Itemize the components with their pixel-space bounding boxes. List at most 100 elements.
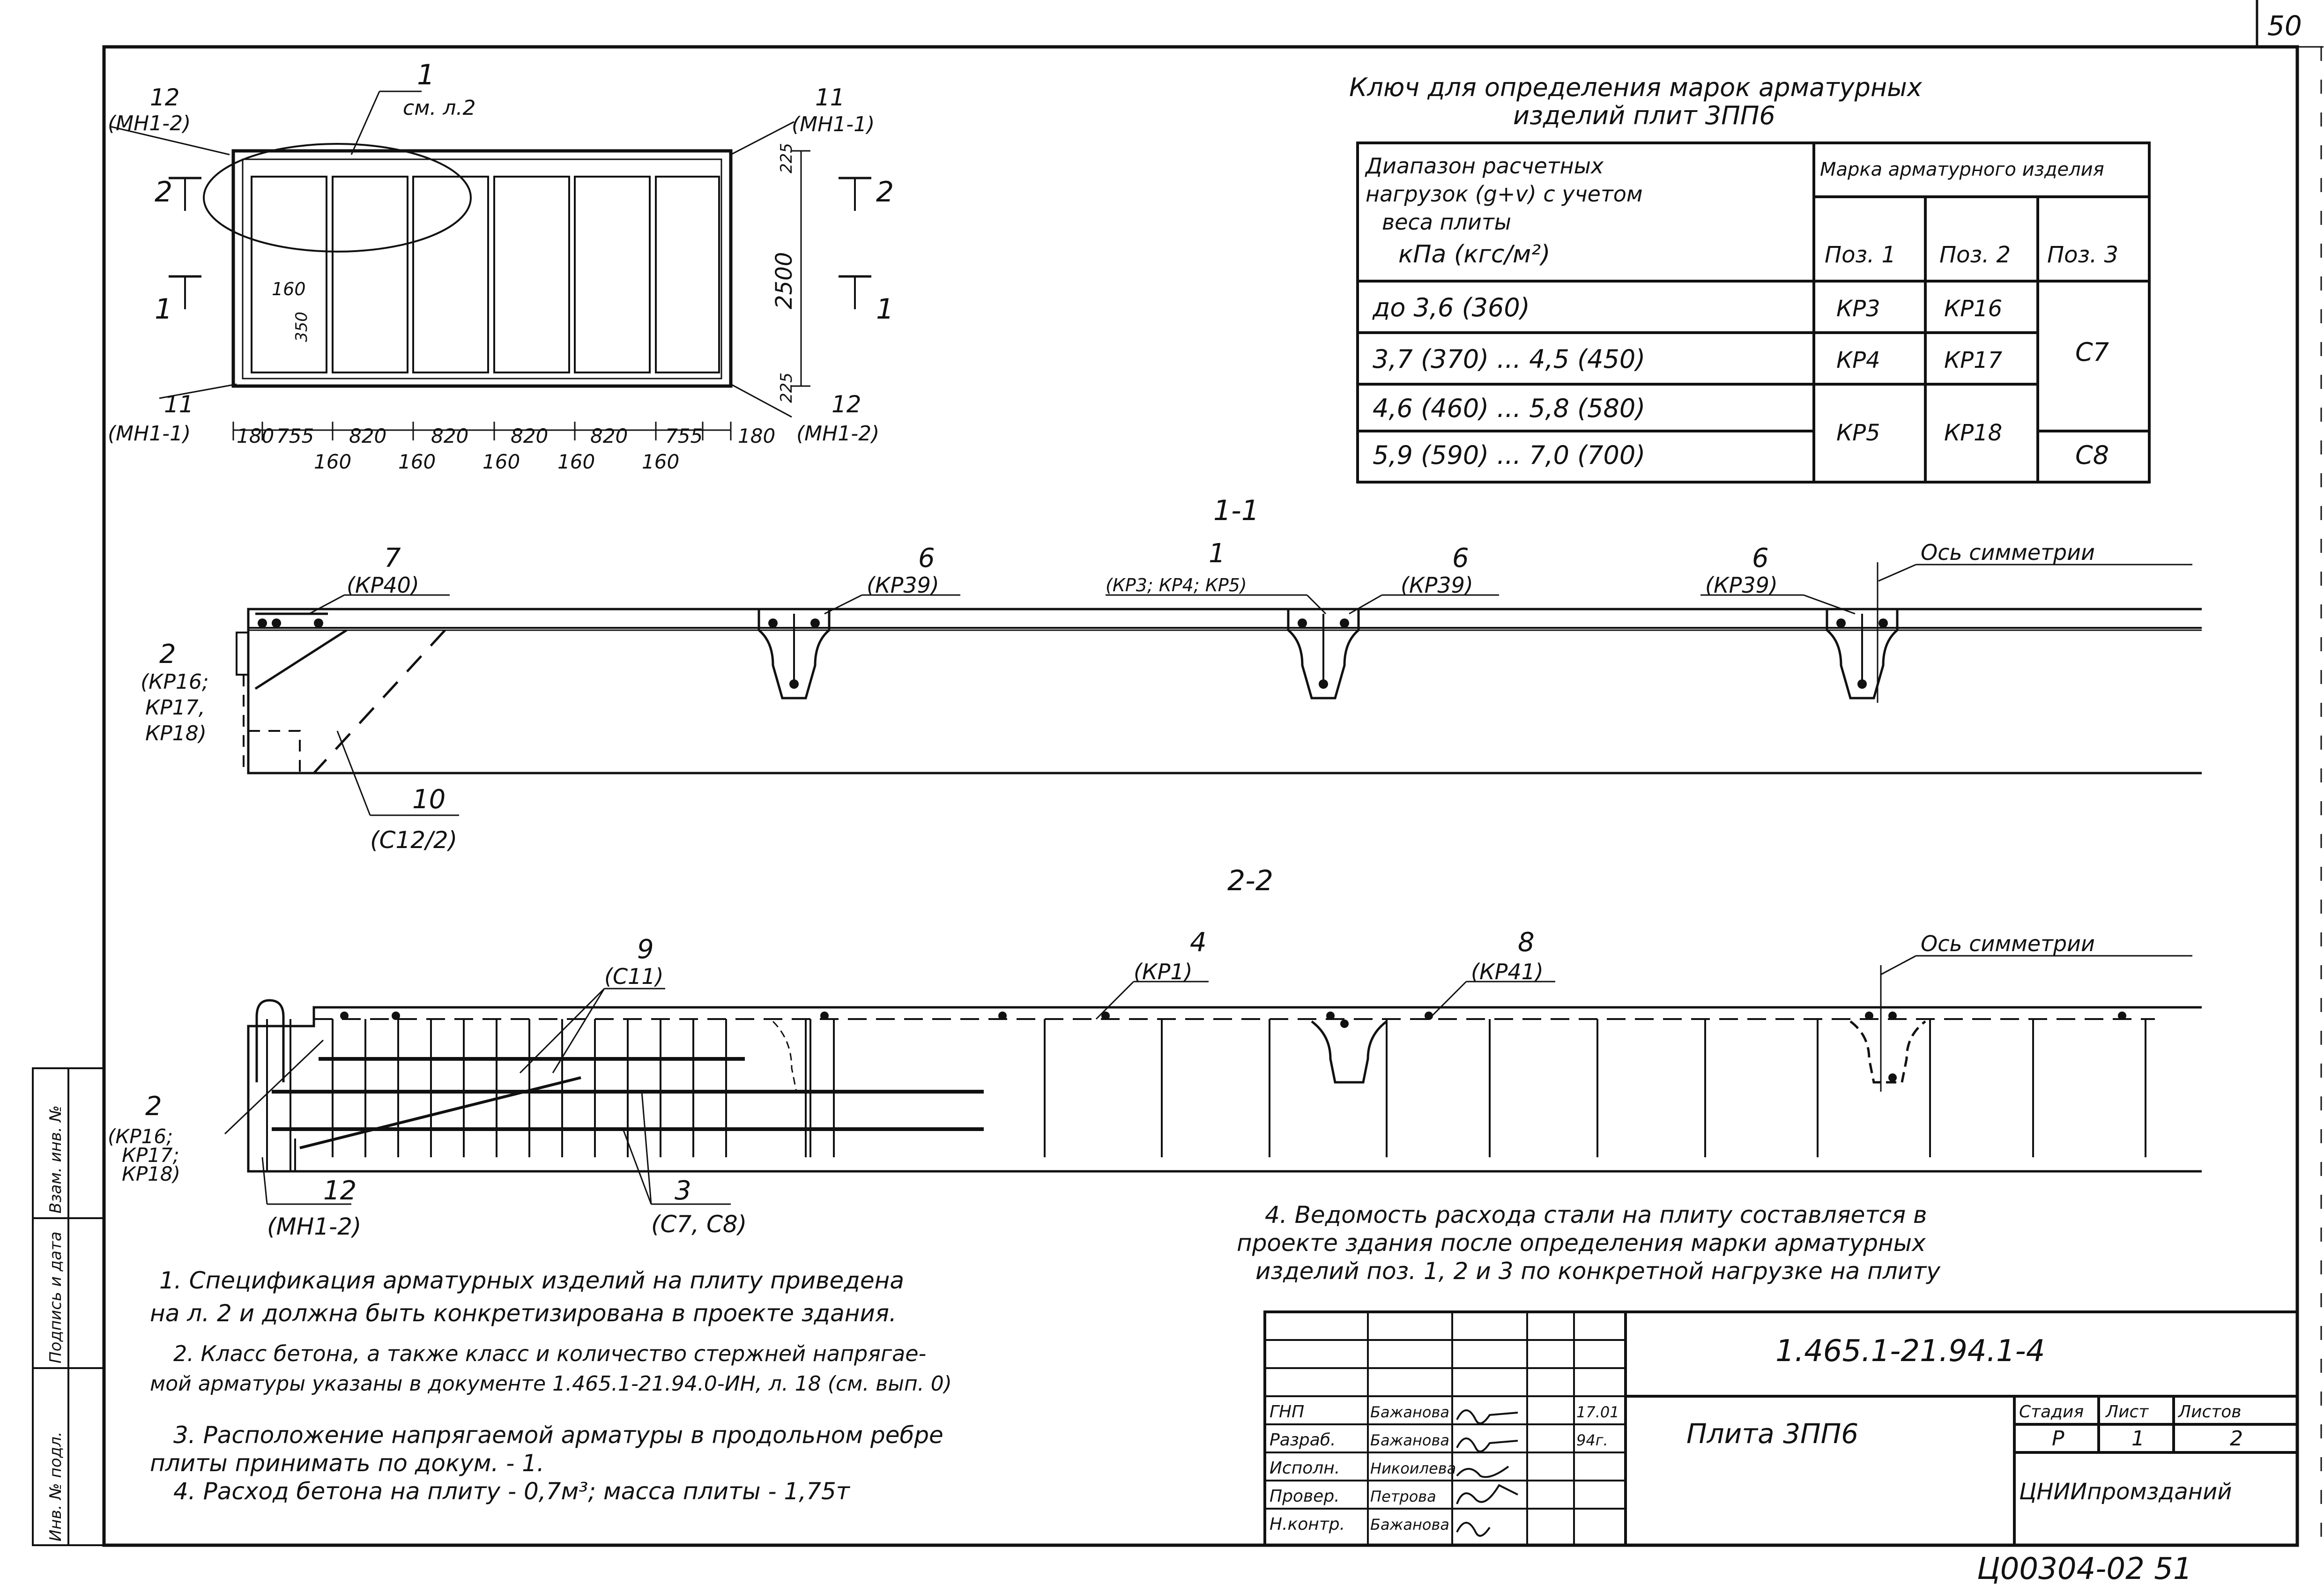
s1-label-10-ref: (С12/2) — [370, 826, 457, 854]
section2-drawing — [224, 955, 2202, 1205]
key-pos3-bottom: С8 — [2075, 440, 2109, 470]
plan-callout-1-number: 1 — [417, 59, 435, 91]
plan-dim-5: 820 — [590, 424, 628, 447]
section-mark-2-left: 2 — [155, 176, 172, 208]
tb-role-3: Провер. — [1270, 1487, 1340, 1506]
plan-callout-11-number: 11 — [815, 84, 845, 111]
tb-name-2: Никоилева — [1370, 1459, 1456, 1477]
tb-sheets: 2 — [2230, 1427, 2243, 1451]
key-row1-pos1: КР3 — [1836, 296, 1880, 322]
plan-callout-1-ref: см. л.2 — [403, 96, 475, 120]
tb-signatures — [1456, 1409, 1518, 1537]
tb-organization: ЦНИИпромзданий — [2019, 1479, 2232, 1505]
plan-view — [110, 90, 871, 440]
tb-role-4: Н.контр. — [1270, 1515, 1345, 1534]
key-row2-pos2: КР17 — [1944, 347, 2003, 373]
tb-name-1: Бажанова — [1370, 1431, 1449, 1449]
section2-dots — [340, 1012, 2126, 1082]
s2-label-3-ref: (С7, С8) — [651, 1211, 747, 1238]
tb-sheets-header: Листов — [2177, 1402, 2241, 1422]
key-header-load-1: Диапазон расчетных — [1365, 153, 1604, 179]
tb-sheet: 1 — [2131, 1427, 2145, 1451]
key-header-pos1: Поз. 1 — [1825, 242, 1896, 268]
section1-dots — [258, 618, 1888, 689]
s2-label-4-ref: (КР1) — [1134, 959, 1193, 984]
s1-label-6b-number: 6 — [1452, 543, 1469, 573]
s1-label-2-number: 2 — [159, 639, 176, 670]
s2-label-12-ref: (МН1-2) — [267, 1213, 361, 1240]
plan-rib-dim-4: 160 — [642, 450, 679, 473]
title-block-grid — [1263, 1310, 2299, 1547]
plan-dim-inner-b: 350 — [292, 312, 311, 342]
key-row3-pos2: КР18 — [1944, 420, 2002, 446]
s1-label-6c-ref: (КР39) — [1705, 573, 1778, 598]
s1-label-2-ref1: (КР16; — [141, 670, 209, 694]
s2-label-2-ref2: КР17; — [122, 1144, 179, 1167]
tb-sheet-header: Лист — [2105, 1402, 2149, 1422]
doc-title: Плита 3ПП6 — [1686, 1418, 1858, 1450]
s2-label-9-ref: (С11) — [604, 964, 664, 989]
sidebar-replace-label: Взам. инв. № — [46, 1105, 65, 1213]
s2-axis-label: Ось симметрии — [1921, 931, 2095, 956]
note-4-line: 4. Расход бетона на плиту - 0,7м³; масса… — [173, 1478, 851, 1505]
note-1-line1: 1. Спецификация арматурных изделий на пл… — [159, 1267, 904, 1294]
plan-callout-11-ref: (МН1-1) — [792, 112, 875, 136]
tb-date-1: 94г. — [1576, 1431, 1608, 1449]
plan-dim-3: 820 — [431, 424, 468, 447]
key-row3-pos1: КР5 — [1836, 420, 1880, 446]
plan-callout-11b-number: 11 — [164, 391, 194, 418]
plan-dim-bottom: 225 — [777, 372, 796, 403]
plan-dim-4: 820 — [511, 424, 548, 447]
s1-label-7-number: 7 — [384, 543, 401, 573]
key-title-line1: Ключ для определения марок арматурных — [1349, 73, 1923, 102]
tb-name-4: Бажанова — [1370, 1516, 1449, 1533]
sidebar-sign-label: Подпись и дата — [46, 1231, 65, 1363]
key-row2-pos1: КР4 — [1836, 347, 1880, 373]
s1-label-6b-ref: (КР39) — [1401, 573, 1473, 598]
key-row3-load: 4,6 (460) ... 5,8 (580) — [1373, 394, 1645, 423]
sidebar-inv-label: Инв. № подл. — [46, 1431, 65, 1541]
section-mark-1-right: 1 — [876, 293, 894, 326]
key-header-pos3: Поз. 3 — [2047, 242, 2118, 268]
s2-label-8-number: 8 — [1518, 927, 1535, 958]
s1-axis-label: Ось симметрии — [1921, 540, 2095, 565]
plan-dim-height: 2500 — [771, 252, 797, 309]
plan-rib-dim-0: 160 — [314, 450, 351, 473]
sidebar-table — [32, 1067, 105, 1546]
key-row4-load: 5,9 (590) ... 7,0 (700) — [1373, 440, 1645, 470]
section-mark-2-right: 2 — [876, 176, 894, 208]
plan-callout-11b-ref: (МН1-1) — [108, 422, 191, 446]
s1-label-6c-number: 6 — [1752, 543, 1769, 573]
plan-callout-12b-number: 12 — [832, 391, 861, 418]
plan-dim-inner-a: 160 — [272, 279, 306, 299]
plan-dim-0: 180 — [237, 424, 274, 447]
key-row1-load: до 3,6 (360) — [1372, 293, 1530, 322]
tb-date-0: 17.01 — [1576, 1403, 1619, 1421]
plan-dim-top: 225 — [777, 143, 796, 173]
key-header-load-3: веса плиты — [1382, 209, 1511, 235]
plan-callout-12b-ref: (МН1-2) — [796, 422, 879, 446]
note-1-line2: на л. 2 и должна быть конкретизирована в… — [150, 1300, 897, 1327]
key-header-pos2: Поз. 2 — [1939, 242, 2011, 268]
plan-rib-dim-2: 160 — [483, 450, 520, 473]
key-header-load-2: нагрузок (g+v) с учетом — [1366, 181, 1643, 207]
tb-name-0: Бажанова — [1370, 1403, 1449, 1421]
plan-dim-7: 180 — [738, 424, 775, 447]
s2-label-2-ref1: (КР16; — [108, 1125, 173, 1148]
plan-callout-12-number: 12 — [150, 84, 180, 111]
s1-label-1-ref: (КР3; КР4; КР5) — [1106, 575, 1247, 596]
plan-dim-2: 820 — [349, 424, 386, 447]
plan-rib-dim-1: 160 — [398, 450, 436, 473]
tb-role-0: ГНП — [1270, 1402, 1304, 1422]
s2-label-4-number: 4 — [1190, 927, 1207, 958]
plan-rib-dim-3: 160 — [557, 450, 595, 473]
note-2-line2: мой арматуры указаны в документе 1.465.1… — [150, 1372, 952, 1396]
section2-title: 2-2 — [1227, 864, 1273, 897]
key-pos3-top: С7 — [2075, 337, 2109, 367]
s2-label-12-number: 12 — [323, 1176, 356, 1206]
section-mark-1-left: 1 — [155, 293, 172, 326]
note-3-line1: 3. Расположение напрягаемой арматуры в п… — [173, 1422, 943, 1449]
note-5-line2: проекте здания после определения марки а… — [1237, 1229, 1926, 1257]
s1-label-2-ref2: КР17, — [145, 696, 205, 720]
